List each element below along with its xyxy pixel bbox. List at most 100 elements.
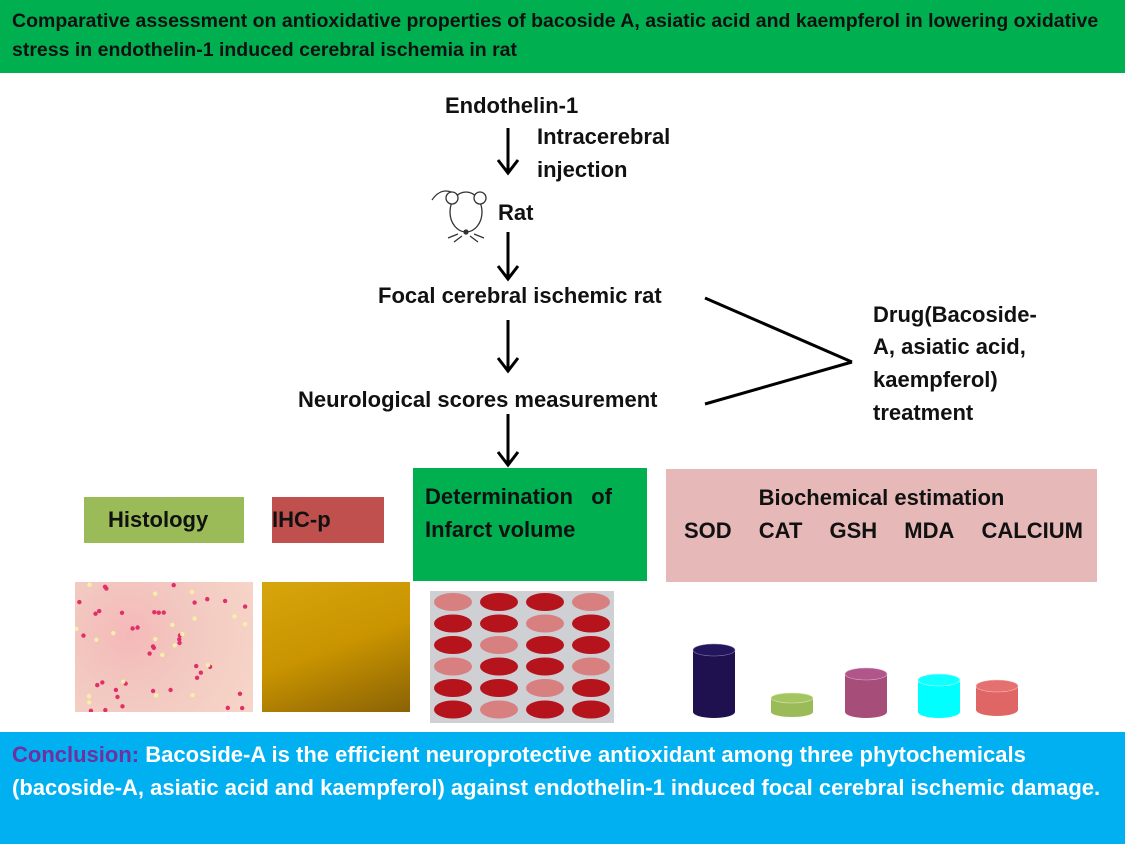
cell-nucleus xyxy=(88,708,94,713)
brain-slices-image xyxy=(430,591,614,723)
cell-nucleus xyxy=(93,611,98,616)
cell-nucleus xyxy=(95,682,100,688)
drug-connector-line xyxy=(704,360,853,406)
cell-nucleus xyxy=(113,687,119,693)
cell-nucleus xyxy=(120,704,125,709)
cell-nucleus xyxy=(232,614,237,619)
focal-ischemia-label: Focal cerebral ischemic rat xyxy=(378,283,662,308)
cell-nucleus xyxy=(242,622,248,627)
cell-nucleus xyxy=(103,707,108,713)
biochemical-box: Biochemical estimation SOD CAT GSH MDA C… xyxy=(666,469,1097,582)
cylinder-cat xyxy=(770,692,814,717)
cell-nucleus xyxy=(115,694,120,700)
cylinder-mda xyxy=(917,673,961,718)
cell-nucleus xyxy=(154,693,159,698)
rat-icon xyxy=(431,190,487,243)
brain-slice xyxy=(526,700,564,719)
infarct-label-1: Determination of xyxy=(425,484,613,509)
cell-nucleus xyxy=(102,584,108,590)
brain-slice xyxy=(572,636,610,654)
biochemical-label: Biochemical estimation xyxy=(758,485,1005,510)
endothelin-label: Endothelin-1 xyxy=(445,93,579,118)
cell-nucleus xyxy=(152,610,157,615)
cell-nucleus xyxy=(177,640,182,646)
cell-nucleus xyxy=(150,688,156,694)
histology-label: Histology xyxy=(108,507,209,532)
brain-slice xyxy=(434,657,472,676)
cell-nucleus xyxy=(147,651,152,656)
brain-slice xyxy=(572,679,610,697)
drug-label-1: Drug(Bacoside- xyxy=(873,302,1037,327)
cell-nucleus xyxy=(205,596,210,602)
marker-mda: MDA xyxy=(904,518,955,543)
ihc-box: IHC-p xyxy=(272,497,384,543)
marker-gsh: GSH xyxy=(829,518,878,543)
cell-nucleus xyxy=(97,608,102,614)
brain-slice xyxy=(434,700,472,719)
injection-label-2: injection xyxy=(537,157,628,182)
cell-nucleus xyxy=(180,632,185,637)
brain-slice xyxy=(572,700,610,719)
brain-slice xyxy=(526,614,564,633)
neurological-scores-label: Neurological scores measurement xyxy=(298,387,658,412)
marker-calcium: CALCIUM xyxy=(981,518,1083,543)
infarct-label-2: Infarct volume xyxy=(425,517,576,542)
cell-nucleus xyxy=(192,600,197,605)
brain-slice xyxy=(526,657,564,676)
marker-sod: SOD xyxy=(684,518,732,543)
cell-nucleus xyxy=(190,692,195,698)
brain-slice xyxy=(480,700,518,719)
brain-slice xyxy=(480,636,518,654)
marker-list: SOD CAT GSH MDA CALCIUM xyxy=(666,514,1097,547)
cell-nucleus xyxy=(189,589,195,595)
cell-nucleus xyxy=(177,637,182,642)
cell-nucleus xyxy=(100,680,105,685)
brain-slice xyxy=(526,593,564,611)
marker-cat: CAT xyxy=(758,518,803,543)
cell-nucleus xyxy=(86,700,92,705)
cell-nucleus xyxy=(161,610,166,615)
cylinder-gsh xyxy=(844,667,888,718)
cell-nucleus xyxy=(94,637,99,642)
cell-nucleus xyxy=(150,644,156,649)
cell-nucleus xyxy=(239,705,245,711)
arrow-down-icon xyxy=(496,128,520,176)
brain-slice xyxy=(572,614,610,633)
cell-nucleus xyxy=(242,604,248,609)
injection-label-1: Intracerebral xyxy=(537,124,671,149)
cell-nucleus xyxy=(160,652,165,658)
cell-nucleus xyxy=(205,663,211,668)
brain-slice xyxy=(434,679,472,697)
cell-nucleus xyxy=(152,591,158,596)
arrow-down-icon xyxy=(496,232,520,282)
cell-nucleus xyxy=(111,630,116,636)
cell-nucleus xyxy=(194,663,199,669)
conclusion-banner: Conclusion: Bacoside-A is the efficient … xyxy=(0,732,1125,844)
cell-nucleus xyxy=(119,610,125,615)
cell-nucleus xyxy=(135,625,140,630)
histology-box: Histology xyxy=(84,497,244,543)
rat-label: Rat xyxy=(498,200,534,225)
conclusion-label: Conclusion: xyxy=(12,742,140,767)
drug-label-2: A, asiatic acid, xyxy=(873,334,1026,359)
cell-nucleus xyxy=(198,670,204,675)
cell-nucleus xyxy=(192,616,197,621)
cell-nucleus xyxy=(74,626,79,631)
biochemical-cylinders xyxy=(692,643,1019,718)
brain-slice xyxy=(480,593,518,611)
brain-slices xyxy=(434,593,610,719)
infarct-volume-box: Determination of Infarct volume xyxy=(413,468,647,581)
cell-nucleus xyxy=(222,598,228,604)
brain-slice xyxy=(526,679,564,697)
brain-slice xyxy=(572,593,610,611)
ihc-image xyxy=(262,582,410,712)
cell-nucleus xyxy=(194,675,200,681)
cell-nucleus xyxy=(156,610,161,615)
cell-nucleus xyxy=(170,622,175,628)
brain-slice xyxy=(480,657,518,676)
cell-nucleus xyxy=(168,687,173,693)
ihc-label: IHC-p xyxy=(272,507,331,532)
conclusion-text: Bacoside-A is the efficient neuroprotect… xyxy=(12,742,1101,800)
histology-cells xyxy=(74,582,248,713)
